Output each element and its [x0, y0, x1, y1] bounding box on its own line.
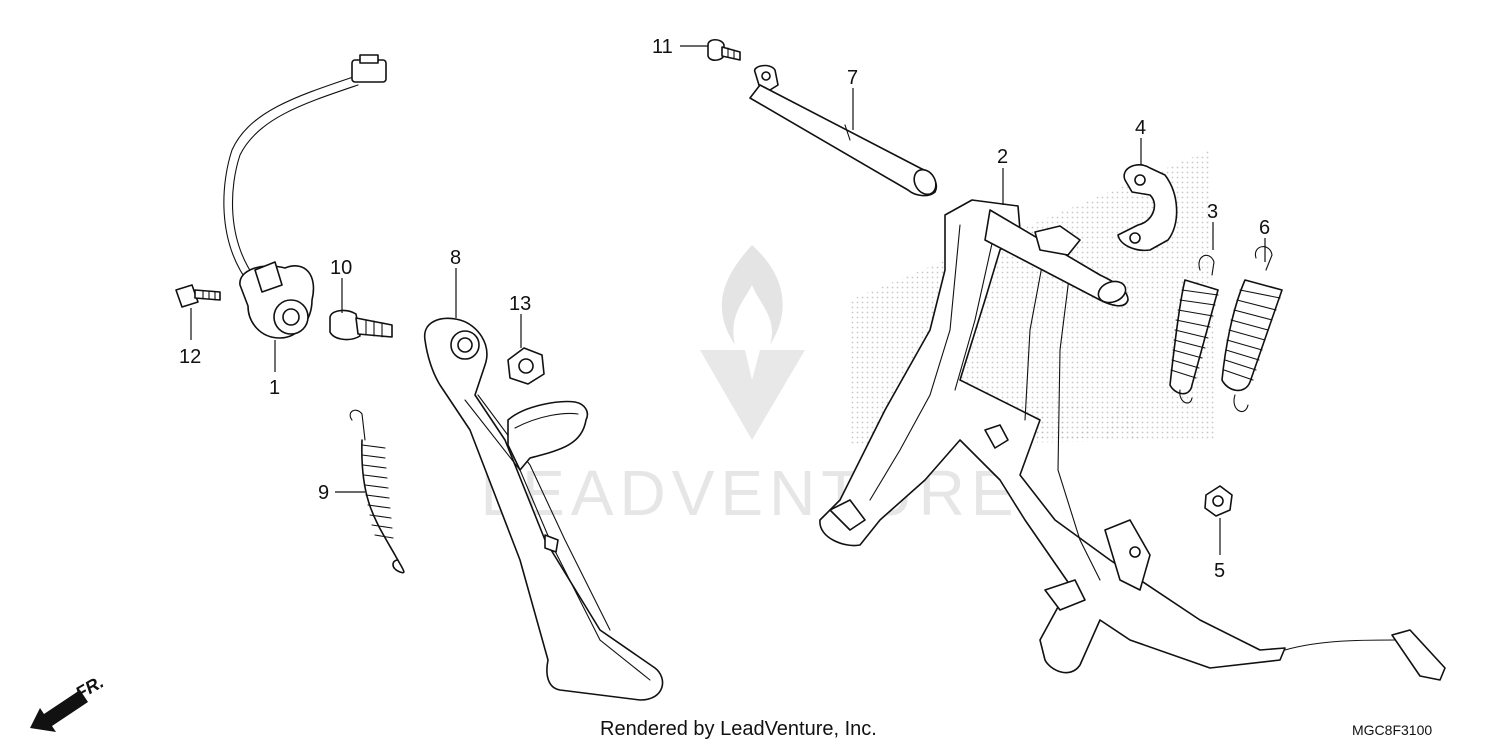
bolt-12[interactable] — [175, 284, 221, 308]
callout-10: 10 — [330, 257, 352, 279]
side-stand[interactable] — [424, 317, 664, 701]
rendered-by-credit: Rendered by LeadVenture, Inc. — [600, 718, 877, 740]
flame-logo-watermark — [721, 245, 783, 345]
callout-11: 11 — [652, 36, 673, 58]
callout-6: 6 — [1259, 217, 1270, 239]
callout-4: 4 — [1135, 117, 1146, 139]
washer-5[interactable] — [1204, 485, 1233, 517]
callout-labels: 1 2 3 4 5 6 7 8 9 10 11 12 13 — [179, 36, 1270, 582]
v-logo-watermark — [700, 350, 805, 440]
bolt-11[interactable] — [707, 38, 741, 62]
callout-5: 5 — [1214, 560, 1225, 582]
watermark: LEADVENTURE HONDA — [481, 150, 1215, 529]
diagram-code: MGC8F3100 — [1352, 722, 1433, 738]
spring-6[interactable] — [1221, 246, 1283, 413]
main-stand[interactable] — [819, 199, 1446, 681]
nut-13[interactable] — [507, 347, 545, 385]
leadventure-watermark: LEADVENTURE — [481, 457, 1020, 529]
spring-9[interactable] — [349, 409, 405, 574]
callout-3: 3 — [1207, 201, 1218, 223]
front-direction-indicator: FR. — [30, 672, 107, 732]
stopper-plate[interactable] — [1117, 164, 1178, 252]
side-stand-switch[interactable] — [223, 54, 387, 339]
callout-9: 9 — [318, 482, 329, 504]
callout-12: 12 — [179, 346, 201, 368]
callout-1: 1 — [269, 377, 280, 399]
callout-2: 2 — [997, 146, 1008, 168]
main-stand-shaft[interactable] — [749, 64, 940, 199]
callout-7: 7 — [847, 67, 858, 89]
spring-3[interactable] — [1169, 254, 1219, 404]
leader-lines — [190, 45, 1266, 555]
callout-13: 13 — [509, 293, 531, 315]
collar-bolt-10[interactable] — [329, 309, 393, 341]
front-arrow-icon — [30, 690, 88, 732]
callout-8: 8 — [450, 247, 461, 269]
